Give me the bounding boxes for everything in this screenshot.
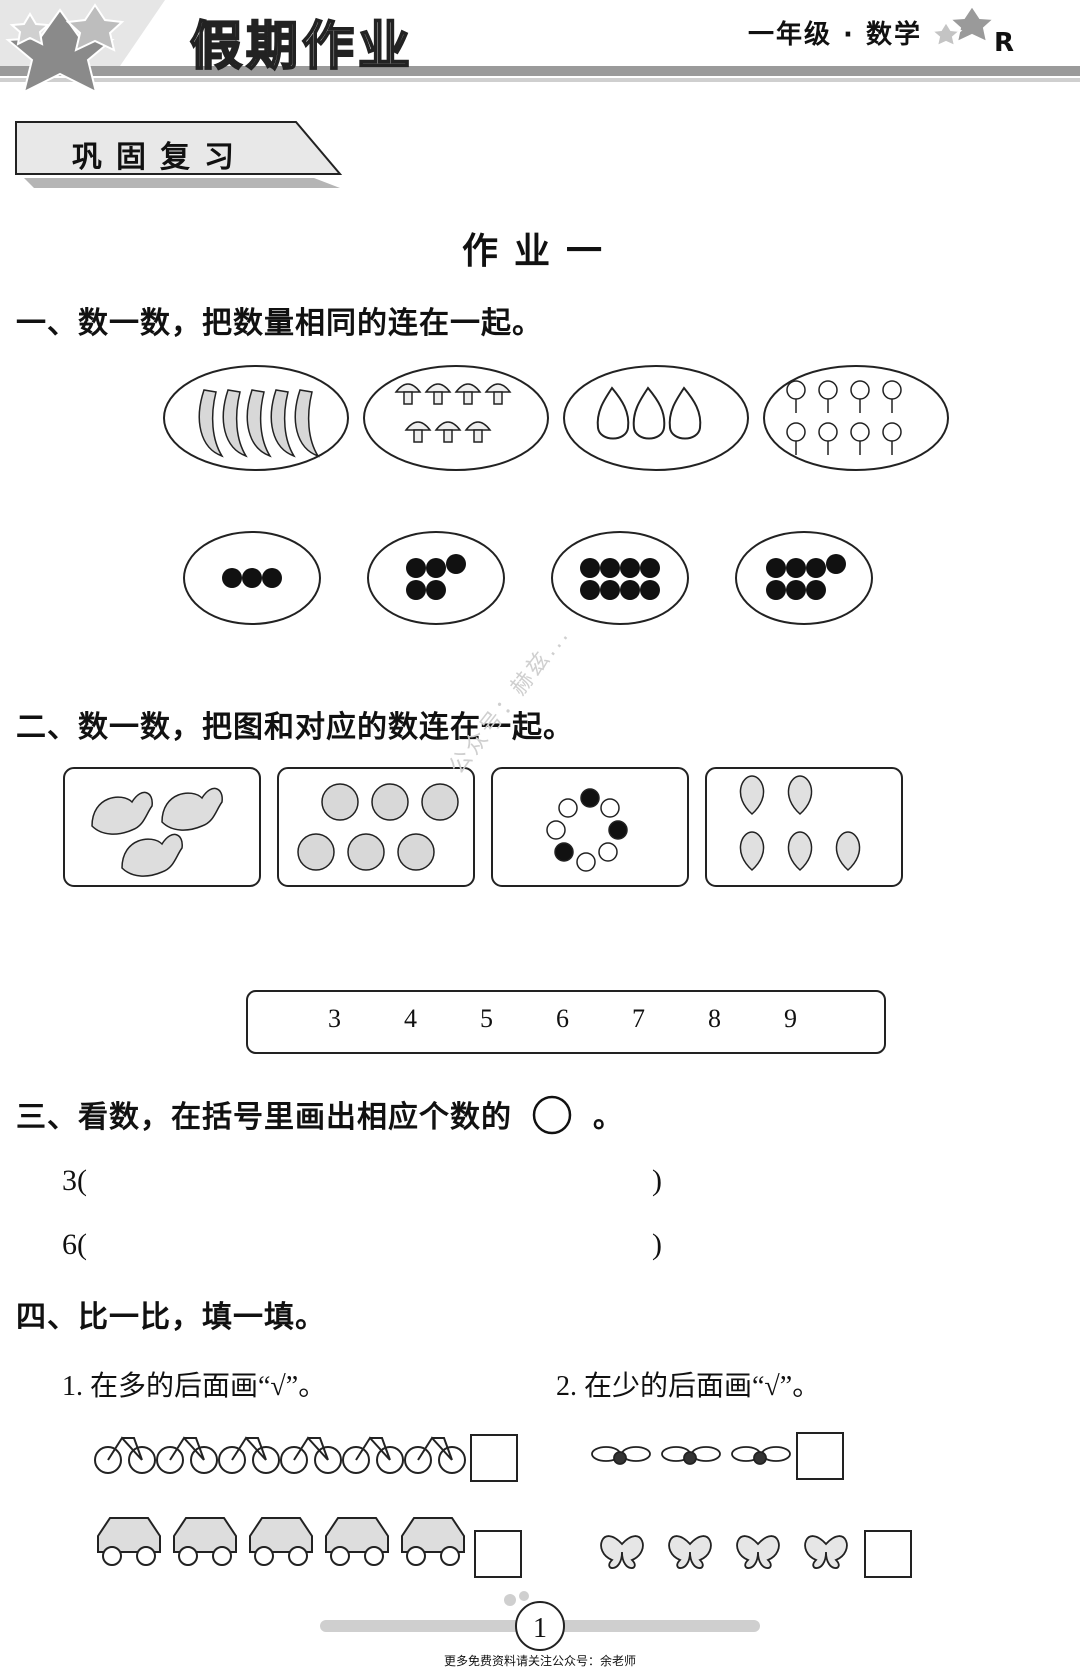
close-paren: ) — [652, 1228, 662, 1261]
footer-ornament — [320, 1591, 760, 1651]
bicycle-row — [94, 1436, 466, 1474]
q2-figure — [63, 767, 903, 887]
section-tag-banner — [15, 121, 343, 188]
number-choices: 3 4 5 6 7 8 9 — [246, 990, 886, 1054]
dot-group-7 — [735, 531, 873, 625]
dragonfly-row — [591, 1446, 791, 1465]
butterfly-icon — [600, 1535, 848, 1569]
peach-icon — [739, 775, 861, 872]
close-paren: ) — [652, 1164, 662, 1197]
question-4-prompt: 四、比一比，填一填。 — [16, 1300, 326, 1335]
flower-group — [763, 365, 949, 471]
page-number: 1 — [533, 1613, 547, 1644]
question-3-prompt: 三、看数，在括号里画出相应个数的 。 — [16, 1092, 624, 1136]
q3-line-6[interactable]: 6( ) — [62, 1228, 662, 1262]
bicycle-icon — [94, 1436, 466, 1474]
q3-text-before: 三、看数，在括号里画出相应个数的 — [16, 1100, 512, 1135]
circle-icon — [533, 1095, 572, 1135]
question-2-prompt: 二、数一数，把图和对应的数连在一起。 — [16, 710, 574, 745]
checkbox-dragonflies[interactable] — [796, 1432, 844, 1480]
bead-card — [491, 767, 689, 887]
q1-figure — [163, 365, 949, 625]
number-9[interactable]: 9 — [784, 1004, 797, 1033]
header-edition: R — [994, 28, 1015, 58]
checkbox-cars[interactable] — [474, 1530, 522, 1578]
section-tag: 巩固复习 — [72, 140, 248, 175]
number-6[interactable]: 6 — [556, 1004, 569, 1033]
car-row — [97, 1517, 465, 1566]
apple-icon — [297, 783, 459, 871]
checkbox-butterflies[interactable] — [864, 1530, 912, 1578]
rooster-icon — [91, 787, 223, 877]
number-4[interactable]: 4 — [404, 1004, 417, 1033]
homework-title: 作业一 — [461, 230, 618, 272]
mushroom-group — [363, 365, 549, 471]
flower-icon — [786, 380, 902, 455]
q3-number: 3 — [62, 1164, 77, 1197]
q4-part1-label: 1. 在多的后面画“√”。 — [62, 1371, 327, 1402]
car-icon — [97, 1517, 465, 1566]
q4-part2-label: 2. 在少的后面画“√”。 — [556, 1371, 821, 1402]
number-8[interactable]: 8 — [708, 1004, 721, 1033]
number-3[interactable]: 3 — [328, 1004, 341, 1033]
open-paren: ( — [77, 1164, 87, 1197]
header-grade: 一年级 · 数学 — [748, 20, 922, 50]
butterfly-row — [600, 1535, 848, 1569]
open-paren: ( — [77, 1228, 87, 1261]
number-5[interactable]: 5 — [480, 1004, 493, 1033]
footer-note: 更多免费资料请关注公众号：余老师 — [443, 1654, 636, 1668]
mushroom-icon — [394, 383, 512, 443]
question-1-prompt: 一、数一数，把数量相同的连在一起。 — [16, 306, 543, 341]
number-7[interactable]: 7 — [632, 1004, 645, 1033]
header-banner — [0, 0, 1080, 92]
header-title: 假期作业 — [189, 16, 415, 78]
pear-icon — [596, 386, 702, 440]
q3-text-after: 。 — [592, 1100, 624, 1135]
q3-number: 6 — [62, 1228, 77, 1261]
dragonfly-icon — [591, 1446, 791, 1465]
banana-icon — [198, 389, 320, 458]
checkbox-bicycles[interactable] — [470, 1434, 518, 1482]
bead-ring — [546, 788, 628, 872]
dot-group-8 — [551, 531, 689, 625]
q3-line-3[interactable]: 3( ) — [62, 1164, 662, 1198]
